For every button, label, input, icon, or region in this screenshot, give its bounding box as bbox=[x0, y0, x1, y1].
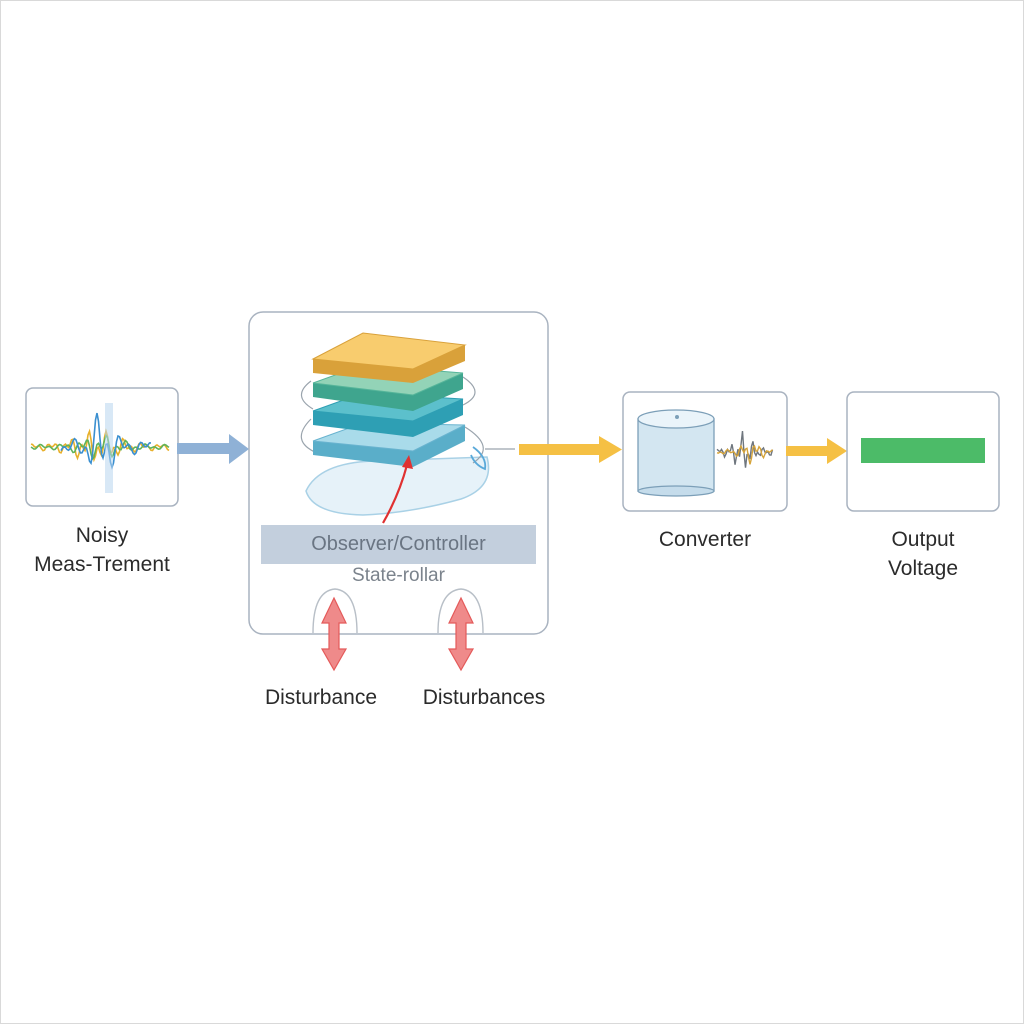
converter-block bbox=[622, 391, 788, 512]
control-arrow bbox=[519, 436, 622, 463]
input-arrow bbox=[177, 434, 249, 464]
measurement-label: Noisy Meas-Trement bbox=[26, 521, 178, 579]
converter-label: Converter bbox=[658, 528, 752, 551]
output-voltage-block bbox=[846, 391, 1000, 512]
disturbance-left-label: Disturbance bbox=[264, 686, 378, 709]
measurement-label-line2: Meas-Trement bbox=[34, 553, 170, 576]
observer-controller-label: Observer/Controller bbox=[261, 525, 536, 564]
output-label-line1: Output bbox=[891, 528, 955, 551]
disturbance-arrow-right bbox=[447, 596, 475, 672]
base-plate bbox=[305, 456, 490, 516]
output-voltage-label: Output Voltage bbox=[847, 525, 999, 583]
converter-output-arrow bbox=[786, 438, 847, 464]
disturbance-right-label: Disturbances bbox=[422, 686, 546, 709]
measurement-block bbox=[25, 387, 179, 507]
output-voltage-bar bbox=[861, 438, 985, 463]
measurement-label-line1: Noisy bbox=[75, 524, 129, 547]
output-label-line2: Voltage bbox=[887, 557, 959, 580]
converter-waveform-icon bbox=[716, 431, 774, 468]
disturbance-arrow-left bbox=[320, 596, 348, 672]
noisy-waveform-icon bbox=[30, 403, 170, 493]
feedback-arrow bbox=[382, 455, 413, 524]
observer-sublabel: State-rollar bbox=[352, 565, 445, 586]
cylinder-icon bbox=[637, 409, 715, 497]
layer-1 bbox=[311, 332, 467, 383]
